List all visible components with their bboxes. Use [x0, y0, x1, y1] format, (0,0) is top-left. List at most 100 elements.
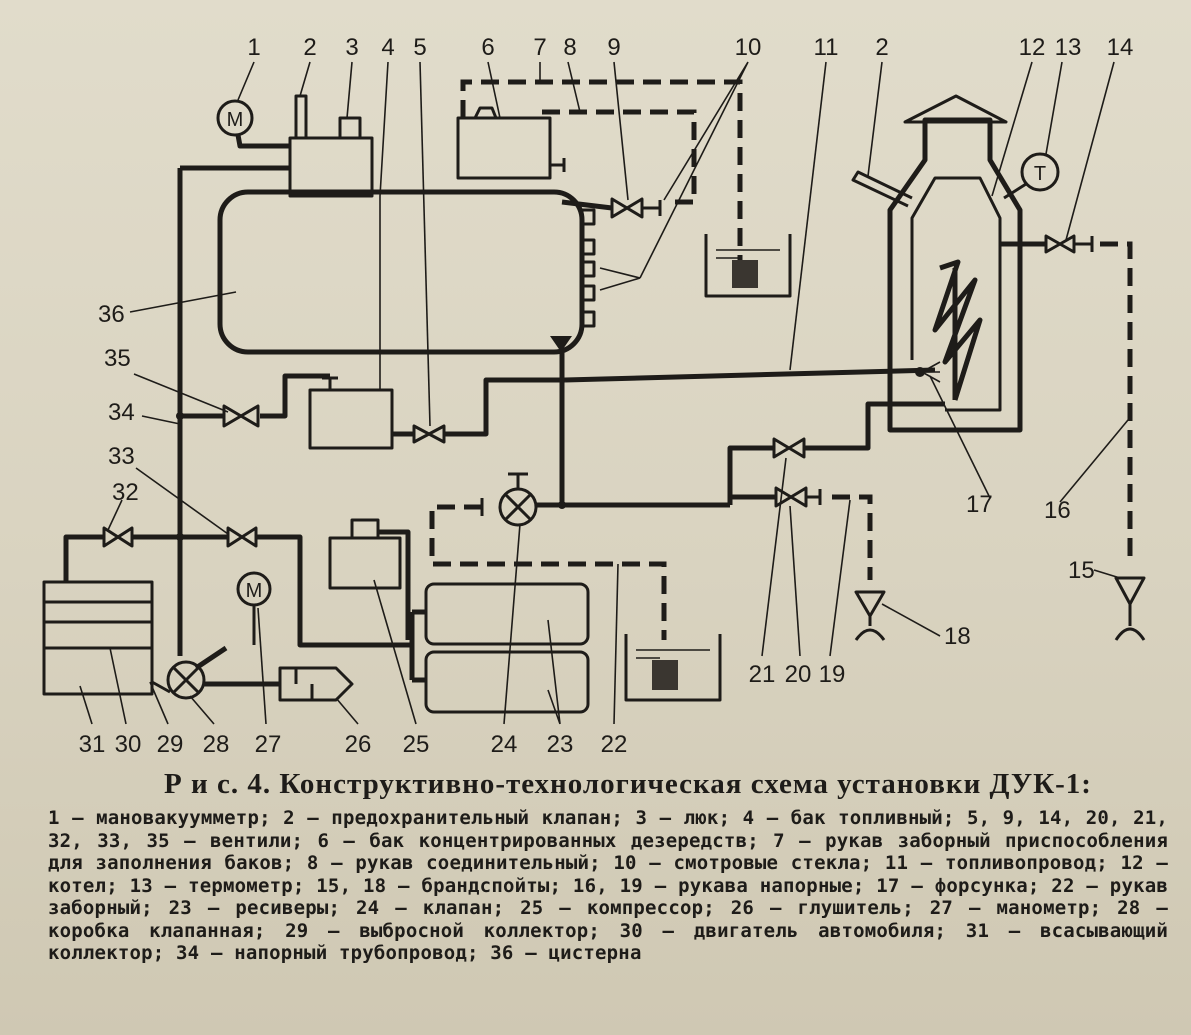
- boiler-inner: [910, 176, 1002, 412]
- compressor-25: [328, 536, 402, 590]
- compressor-head: [350, 518, 380, 540]
- valve-21[interactable]: [772, 437, 806, 459]
- bucket-upper: [704, 234, 792, 298]
- concentrate-tank-fill: [473, 106, 498, 119]
- thermometer-stem: [1003, 182, 1027, 200]
- filter-lower: [652, 660, 678, 690]
- label-15: 15: [1068, 557, 1095, 584]
- receiver-manifold: [409, 609, 426, 683]
- label-34: 34: [108, 399, 135, 426]
- compressor-pipe: [378, 529, 411, 640]
- label-19: 19: [819, 661, 846, 688]
- tank-cistern: [217, 189, 585, 355]
- label-4: 4: [381, 34, 394, 61]
- fuel-line-11: [564, 367, 936, 383]
- boiler-cap: [903, 94, 1008, 124]
- caption-title: Р и с. 4. Конструктивно-технологическая …: [164, 768, 1092, 800]
- concentrate-tank: [456, 116, 552, 180]
- junction-34: [176, 412, 184, 420]
- valve-35[interactable]: [222, 404, 260, 428]
- label-13: 13: [1055, 34, 1082, 61]
- label-1: 1: [247, 34, 260, 61]
- pipe-32-33: [63, 534, 412, 648]
- label-2-boiler: 2: [875, 34, 888, 61]
- label-29: 29: [157, 731, 184, 758]
- label-17: 17: [966, 491, 993, 518]
- silencer-26: [278, 666, 354, 702]
- label-16: 16: [1044, 497, 1071, 524]
- label-21: 21: [749, 661, 776, 688]
- fuel-tank: [308, 388, 394, 450]
- hose-7: [460, 79, 743, 260]
- hatch-cover: [338, 116, 362, 140]
- label-31: 31: [79, 731, 106, 758]
- fuel-return-pipe: [444, 377, 565, 437]
- label-7: 7: [533, 34, 546, 61]
- labels-right: 17 16 15 18: [944, 491, 1095, 650]
- label-24: 24: [491, 731, 518, 758]
- label-18: 18: [944, 623, 971, 650]
- label-35: 35: [104, 345, 131, 372]
- labels-bottom: 31 30 29 28 27 26 25 24 23 22 21 20 19: [79, 661, 846, 758]
- bucket-lower: [624, 634, 722, 702]
- hose-22: [429, 504, 667, 640]
- gauge-line: [235, 134, 290, 149]
- label-26: 26: [345, 731, 372, 758]
- filter-upper: [732, 260, 758, 288]
- label-20: 20: [785, 661, 812, 688]
- label-23: 23: [547, 731, 574, 758]
- label-12: 12: [1019, 34, 1046, 61]
- valve-20[interactable]: [774, 486, 822, 508]
- labels-top: 1 2 3 4 5 6 7 8 9 10 11 2 12 13 14: [247, 34, 1133, 61]
- manovacuummeter-symbol: М: [227, 109, 244, 131]
- label-9: 9: [607, 34, 620, 61]
- brandspoit-18[interactable]: [854, 590, 886, 641]
- valve-5[interactable]: [412, 424, 446, 444]
- pipe-21-boiler: [804, 401, 945, 451]
- label-30: 30: [115, 731, 142, 758]
- labels-left: 36 35 34 33 32: [98, 301, 139, 506]
- burner-17: [915, 367, 925, 377]
- label-27: 27: [255, 731, 282, 758]
- manovacuummeter-gauge: [216, 99, 254, 137]
- label-5: 5: [413, 34, 426, 61]
- valve-9[interactable]: [610, 197, 662, 219]
- fuel-feed-pipe: [260, 373, 330, 419]
- sight-glasses: [580, 208, 596, 328]
- label-3: 3: [345, 34, 358, 61]
- valve-33[interactable]: [226, 526, 258, 548]
- caption-legend: 1 — мановакуумметр; 2 — предохранительны…: [48, 807, 1168, 964]
- safety-valve-pipe: [294, 94, 308, 140]
- boiler-safety-valve: [851, 170, 913, 208]
- label-2: 2: [303, 34, 316, 61]
- bucket-upper-water: [716, 249, 780, 259]
- bucket-lower-water: [636, 649, 710, 659]
- label-25: 25: [403, 731, 430, 758]
- brandspoit-15[interactable]: [1114, 576, 1146, 641]
- pipe-21: [727, 445, 774, 505]
- concentrate-outlet: [550, 158, 566, 172]
- tank-drain: [550, 336, 572, 352]
- valve-32[interactable]: [102, 526, 134, 548]
- schematic-diagram: М Т: [42, 34, 1146, 758]
- valve-14[interactable]: [1044, 234, 1094, 254]
- thermometer-symbol: Т: [1034, 163, 1046, 185]
- valve-24[interactable]: [480, 472, 538, 527]
- label-10: 10: [735, 34, 762, 61]
- hose-19: [832, 494, 873, 580]
- hose-8: [542, 109, 697, 205]
- valve-box-28[interactable]: [166, 645, 228, 700]
- engine-30: [42, 580, 171, 696]
- label-14: 14: [1107, 34, 1134, 61]
- leader-lines: [79, 61, 1129, 725]
- label-28: 28: [203, 731, 230, 758]
- manometer-symbol: М: [246, 580, 263, 602]
- tank-hatch-block: [288, 136, 374, 198]
- label-8: 8: [563, 34, 576, 61]
- receiver-upper: [424, 582, 590, 646]
- label-36: 36: [98, 301, 125, 328]
- figure-caption: Р и с. 4. Конструктивно-технологическая …: [48, 768, 1168, 965]
- hose-16: [1100, 241, 1133, 560]
- heating-coil: [932, 259, 983, 401]
